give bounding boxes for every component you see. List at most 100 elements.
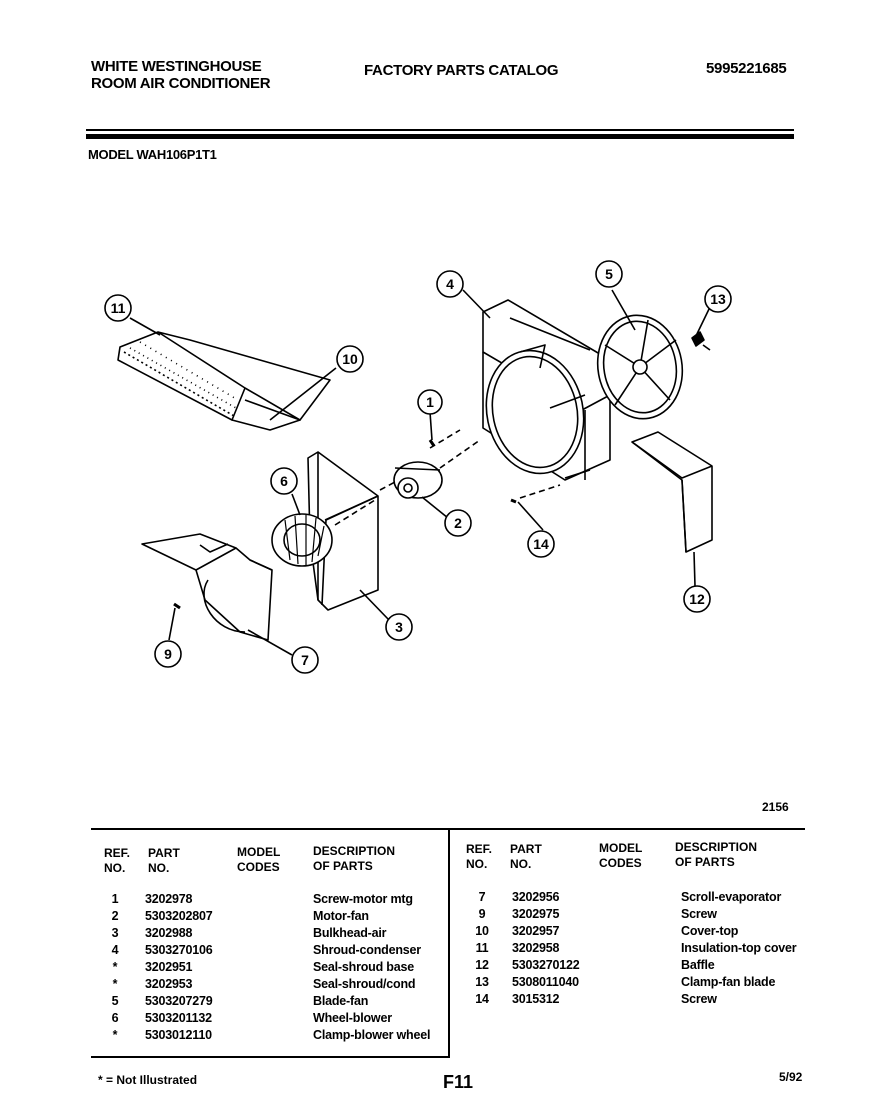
description: Clamp-blower wheel — [313, 1028, 431, 1042]
callout-label-12: 12 — [689, 591, 705, 607]
part-no: 3015312 — [512, 992, 560, 1006]
description: Bulkhead-air — [313, 926, 387, 940]
blower-wheel-drawing — [271, 513, 333, 567]
brand-line-2: ROOM AIR CONDITIONER — [91, 75, 271, 92]
right-header-ref: REF. NO. — [466, 842, 493, 871]
callout-label-14: 14 — [533, 536, 549, 552]
callout-4 — [436, 270, 464, 298]
ref-no: * — [112, 960, 118, 974]
description: Wheel-blower — [313, 1011, 392, 1025]
callout-label-4: 4 — [446, 276, 454, 292]
description: Scroll-evaporator — [681, 890, 782, 904]
part-no: 3202988 — [145, 926, 193, 940]
figure-number: 2156 — [762, 800, 789, 814]
ref-no: 5 — [111, 994, 119, 1008]
ref-no: 7 — [478, 890, 486, 904]
ref-no: * — [112, 1028, 118, 1042]
callout-6 — [270, 467, 298, 495]
part-no: 3202978 — [145, 892, 193, 906]
description: Shroud-condenser — [313, 943, 421, 957]
table-rule-top — [91, 828, 805, 830]
left-header-part: PART NO. — [148, 846, 180, 875]
part-no: 3202975 — [512, 907, 560, 921]
fan-blade-drawing — [596, 314, 684, 420]
part-no: 5303270106 — [145, 943, 213, 957]
callout-9 — [154, 640, 182, 668]
part-no: 3202956 — [512, 890, 560, 904]
part-no: 5303201132 — [145, 1011, 212, 1025]
part-no: 3202953 — [145, 977, 193, 991]
catalog-number: 5995221685 — [706, 60, 787, 77]
callout-label-11: 11 — [111, 300, 126, 316]
ref-no: 2 — [111, 909, 119, 923]
callout-10 — [336, 345, 364, 373]
callout-1 — [417, 389, 443, 415]
header-rule-top — [86, 129, 794, 131]
footnote-not-illustrated: * = Not Illustrated — [98, 1073, 198, 1087]
clamp-fan-blade-drawing — [691, 331, 705, 347]
description: Screw — [681, 907, 717, 921]
description: Cover-top — [681, 924, 739, 938]
ref-no: 9 — [478, 907, 486, 921]
part-no: 3202958 — [512, 941, 560, 955]
left-header-codes: MODEL CODES — [237, 845, 281, 874]
callout-label-10: 10 — [342, 351, 358, 367]
ref-no: * — [112, 977, 118, 991]
callout-label-5: 5 — [605, 266, 613, 282]
part-no: 3202951 — [145, 960, 193, 974]
screw-9-drawing — [173, 602, 181, 610]
page-number: F11 — [443, 1072, 474, 1092]
left-header-desc: DESCRIPTION OF PARTS — [313, 844, 396, 873]
right-header-codes: MODEL CODES — [599, 841, 643, 870]
scroll-evaporator-drawing — [141, 533, 273, 641]
baffle-drawing — [631, 431, 713, 553]
description: Seal-shroud/cond — [313, 977, 416, 991]
catalog-title: FACTORY PARTS CATALOG — [364, 62, 559, 79]
motor-fan-drawing — [393, 461, 443, 499]
part-no: 3202957 — [512, 924, 560, 938]
brand-line-1: WHITE WESTINGHOUSE — [91, 58, 262, 75]
right-header-desc: DESCRIPTION OF PARTS — [675, 840, 758, 869]
ref-no: 3 — [111, 926, 119, 940]
table-rule-bottom — [91, 1056, 449, 1058]
callout-5 — [595, 260, 623, 288]
description: Blade-fan — [313, 994, 369, 1008]
callout-label-2: 2 — [454, 515, 462, 531]
screw-14-drawing — [510, 498, 517, 504]
revision-date: 5/92 — [779, 1070, 803, 1084]
model-label: MODEL WAH106P1T1 — [88, 147, 217, 162]
ref-no: 6 — [111, 1011, 119, 1025]
screw-1-drawing — [428, 439, 436, 447]
description: Clamp-fan blade — [681, 975, 776, 989]
callout-3 — [385, 613, 413, 641]
ref-no: 12 — [475, 958, 489, 972]
description: Insulation-top cover — [681, 941, 797, 955]
callout-13 — [704, 285, 732, 313]
description: Baffle — [681, 958, 715, 972]
callout-14 — [527, 530, 555, 558]
shroud-condenser-drawing — [482, 299, 611, 481]
description: Screw-motor mtg — [313, 892, 413, 906]
part-no: 5303202807 — [145, 909, 213, 923]
callouts — [104, 260, 732, 674]
part-no: 5303207279 — [145, 994, 213, 1008]
ref-no: 10 — [475, 924, 489, 938]
ref-no: 1 — [111, 892, 119, 906]
callout-2 — [444, 509, 472, 537]
ref-no: 14 — [475, 992, 489, 1006]
callout-7 — [291, 646, 319, 674]
callout-label-9: 9 — [164, 646, 172, 662]
description: Seal-shroud base — [313, 960, 414, 974]
part-no: 5303012110 — [145, 1028, 212, 1042]
left-header-ref: REF. NO. — [104, 846, 131, 875]
part-no: 5308011040 — [512, 975, 579, 989]
table-divider — [448, 830, 450, 1058]
callout-12 — [683, 585, 711, 613]
description: Screw — [681, 992, 717, 1006]
description: Motor-fan — [313, 909, 369, 923]
callout-label-6: 6 — [280, 473, 288, 489]
right-header-part: PART NO. — [510, 842, 542, 871]
ref-no: 4 — [111, 943, 119, 957]
ref-no: 11 — [475, 941, 489, 955]
callout-11 — [104, 294, 132, 322]
